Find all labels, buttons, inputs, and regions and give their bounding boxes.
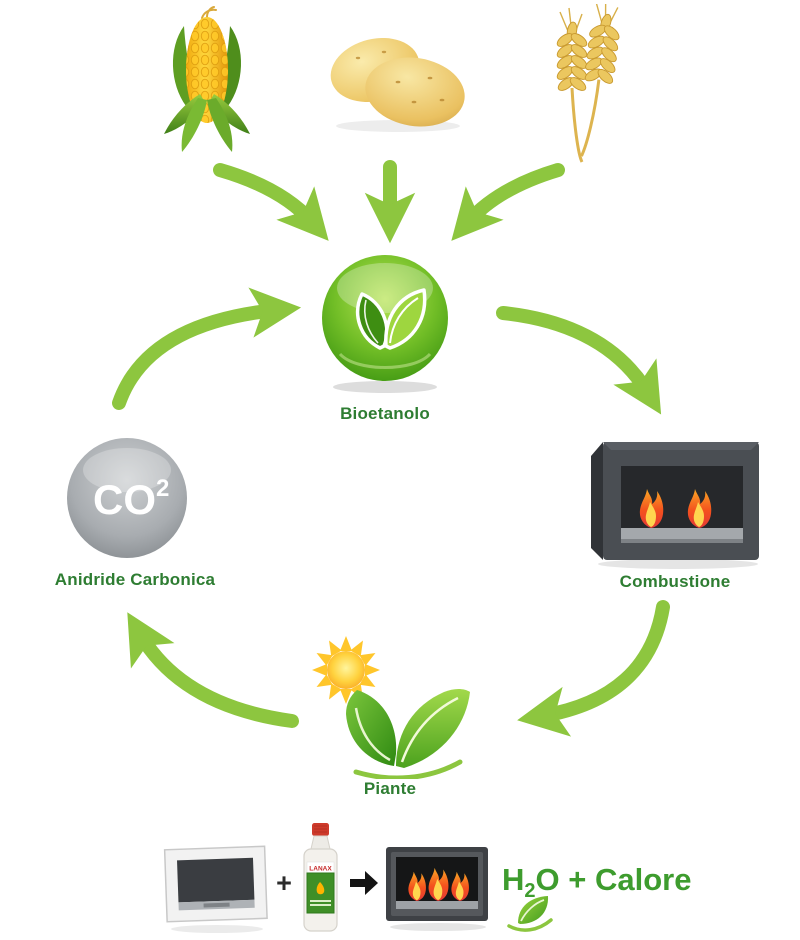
fireplace-icon: [591, 442, 759, 569]
wheat-image: [545, 4, 635, 164]
fireplace-empty: [163, 843, 271, 935]
co2-label: Anidride Carbonica: [54, 570, 216, 589]
black-arrow-icon: [349, 869, 379, 897]
bioethanol-node: Bioetanolo: [310, 248, 460, 424]
fireplace-empty-icon: [163, 845, 268, 933]
result-h: H: [502, 862, 525, 897]
leaf-icon: [507, 896, 553, 932]
bottle-brand-text: LANAX: [309, 866, 332, 873]
fireplace-burning-icon: [386, 847, 488, 931]
co2-icon: CO2: [67, 438, 187, 558]
combustion-label: Combustione: [619, 572, 731, 591]
plants-node: [298, 634, 483, 779]
arrow-plants-to-co2: [127, 612, 299, 728]
arrow-co2-to-bioethanol: [112, 287, 302, 410]
co2-exponent: 2: [156, 475, 169, 502]
bioethanol-icon: [322, 255, 448, 393]
fireplace-burning: [383, 843, 493, 933]
arrow-bioethanol-to-combustion: [496, 306, 662, 415]
bioethanol-label: Bioetanolo: [340, 404, 430, 423]
sun-icon: [312, 636, 380, 704]
result-leaf: [506, 893, 554, 935]
co2-symbol: CO: [93, 476, 156, 523]
result-rest: O + Calore: [535, 862, 692, 897]
wheat-icon: [554, 4, 622, 163]
co2-node: CO2: [59, 434, 195, 570]
plant-sun-icon: [312, 636, 470, 779]
potatoes-image: [318, 30, 473, 135]
corn-icon: [164, 6, 250, 152]
combustion-node: Combustione: [583, 430, 767, 592]
ethanol-bottle-icon: LANAX: [303, 823, 338, 932]
co2-formula: CO2: [93, 475, 169, 523]
result-text: H2O + Calore: [502, 862, 691, 903]
result-sub: 2: [524, 880, 536, 903]
plus-sign: +: [276, 868, 292, 898]
arrow-corn-to-bioethanol: [213, 163, 329, 241]
arrow-wheat-to-bioethanol: [451, 163, 565, 241]
ethanol-bottle: LANAX: [296, 822, 344, 934]
corn-image: [160, 6, 255, 156]
arrow-combustion-to-plants: [517, 600, 670, 737]
plants-label: Piante: [363, 779, 417, 798]
potatoes-icon: [330, 38, 465, 132]
